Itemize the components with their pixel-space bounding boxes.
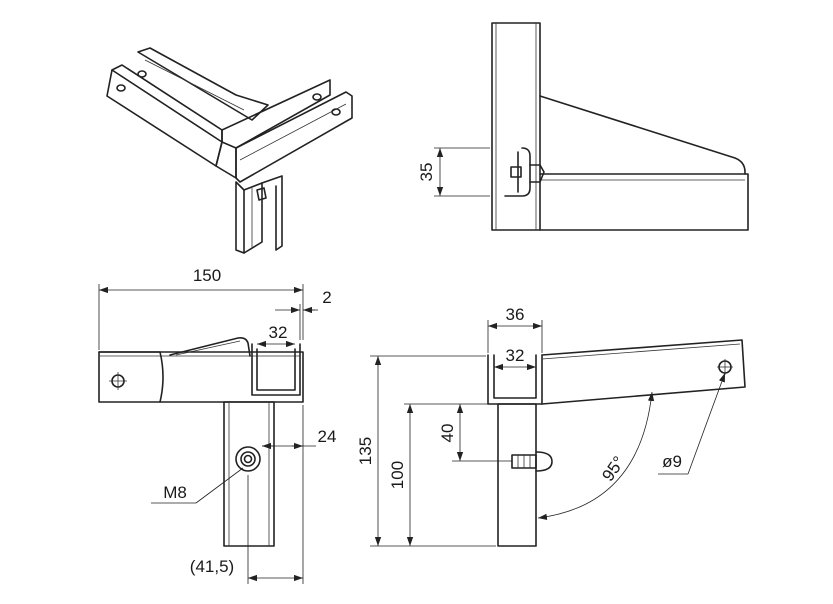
angle-dimension: 95° (598, 453, 628, 485)
side-view: 35 (417, 22, 749, 231)
inner-width-dimension: 32 (506, 346, 525, 365)
wall-thickness-dimension: 2 (322, 288, 331, 307)
overall-width-dimension: 150 (193, 266, 221, 285)
tube-offset-dimension: 24 (318, 427, 337, 446)
total-height-dimension: 135 (356, 437, 375, 465)
bolt-height-dimension: 40 (438, 424, 457, 443)
front-view: 150 2 32 24 M8 (41,5) (98, 266, 337, 584)
outer-width-dimension: 36 (506, 305, 525, 324)
hole-diameter-label: ø9 (662, 452, 682, 471)
end-view: 36 32 135 100 40 95° ø9 (356, 305, 746, 547)
top-inner-width-dimension: 32 (269, 323, 288, 342)
bolt-position-dimension: (41,5) (190, 557, 234, 576)
isometric-view (106, 47, 353, 254)
bolt-thread-label: M8 (163, 483, 187, 502)
tube-height-dimension: 100 (388, 461, 407, 489)
clamp-height-dimension: 35 (417, 163, 436, 182)
